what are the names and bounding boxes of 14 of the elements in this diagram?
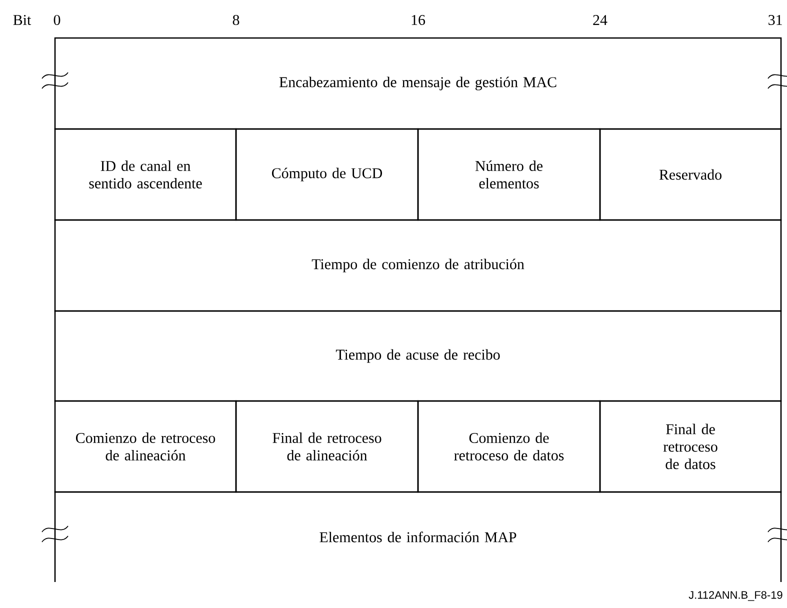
variable-length-field: Elementos de información MAP <box>42 491 787 582</box>
axis-label: Bit <box>13 14 32 25</box>
field-cell: Comienzo de retroceso de datos <box>417 400 601 493</box>
field-cell: Final de retroceso de alineación <box>235 400 419 493</box>
field-cell: ID de canal en sentido ascendente <box>54 128 237 221</box>
field-cell: Número de elementos <box>417 128 601 221</box>
variable-length-field: Encabezamiento de mensaje de gestión MAC <box>42 37 787 130</box>
bit-number: 0 <box>54 14 60 26</box>
field-cell: Comienzo de retroceso de alineación <box>54 400 237 493</box>
field-cell: Reservado <box>599 128 782 221</box>
field-cell: Tiempo de acuse de recibo <box>54 310 782 402</box>
field-cell: Tiempo de comienzo de atribución <box>54 219 782 312</box>
field-cell: Cómputo de UCD <box>235 128 419 221</box>
field-cell: Final de retroceso de datos <box>599 400 782 493</box>
